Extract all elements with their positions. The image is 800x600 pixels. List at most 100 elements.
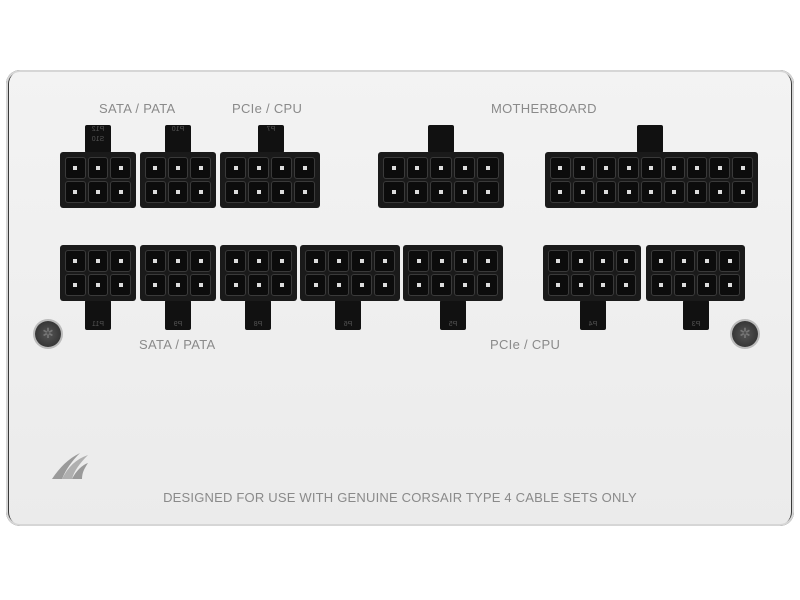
connector-pin — [305, 274, 326, 296]
modular-connector-port[interactable] — [60, 152, 136, 208]
connector-pin — [593, 274, 614, 296]
connector-latch-tab: P12 S10 — [85, 125, 111, 153]
connector-pin — [110, 274, 131, 296]
connector-pin — [593, 250, 614, 272]
connector-pin — [548, 274, 569, 296]
connector-pin — [408, 274, 429, 296]
connector-pin — [595, 181, 617, 203]
modular-connector-port[interactable] — [378, 152, 504, 208]
connector-pin — [65, 274, 86, 296]
connector-pin — [351, 250, 372, 272]
connector-pin — [225, 274, 246, 296]
connector-pin — [328, 274, 349, 296]
connector-pin — [572, 157, 594, 179]
connector-pin — [248, 250, 269, 272]
connector-pin — [696, 274, 718, 296]
connector-pin — [453, 157, 476, 179]
connector-pin — [686, 181, 708, 203]
modular-connector-port[interactable] — [403, 245, 503, 301]
modular-connector-port[interactable] — [220, 245, 297, 301]
connector-latch-tab: P9 — [165, 300, 191, 330]
connector-pin — [673, 250, 695, 272]
connector-pin — [248, 157, 269, 179]
connector-pin — [641, 157, 662, 179]
connector-pin — [145, 250, 166, 272]
connector-pin — [430, 157, 452, 179]
connector-pin — [190, 250, 211, 272]
modular-connector-port[interactable] — [646, 245, 745, 301]
connector-pin — [696, 250, 718, 272]
label-pcie-cpu-bottom: PCIe / CPU — [490, 337, 561, 352]
connector-pin — [615, 274, 636, 296]
screw-right-icon — [732, 321, 758, 347]
connector-pin — [453, 181, 476, 203]
connector-latch-tab — [428, 125, 454, 153]
screw-left-icon — [35, 321, 61, 347]
label-motherboard: MOTHERBOARD — [491, 101, 597, 116]
connector-pin — [167, 250, 189, 272]
connector-pin — [294, 157, 315, 179]
connector-pin — [271, 250, 292, 272]
connector-pin — [271, 274, 292, 296]
connector-latch-tab — [637, 125, 663, 153]
connector-pin — [374, 250, 395, 272]
connector-pin — [145, 274, 166, 296]
connector-pin — [686, 157, 708, 179]
modular-connector-port[interactable] — [543, 245, 641, 301]
modular-connector-port[interactable] — [60, 245, 136, 301]
modular-connector-port[interactable] — [300, 245, 400, 301]
connector-pin — [595, 157, 617, 179]
connector-pin — [248, 181, 269, 203]
connector-pin — [87, 181, 109, 203]
modular-connector-port[interactable] — [140, 245, 216, 301]
connector-pin — [719, 250, 740, 272]
connector-pin — [477, 250, 498, 272]
connector-pin — [618, 181, 640, 203]
connector-pin — [406, 181, 429, 203]
connector-pin — [145, 181, 166, 203]
connector-pin — [431, 274, 452, 296]
connector-pin — [548, 250, 569, 272]
connector-pin — [65, 157, 86, 179]
connector-pin — [87, 274, 109, 296]
connector-pin — [477, 157, 499, 179]
connector-pin — [663, 181, 685, 203]
connector-pin — [65, 250, 86, 272]
label-sata-pata-bottom: SATA / PATA — [139, 337, 216, 352]
connector-pin — [732, 157, 753, 179]
connector-pin — [383, 157, 405, 179]
connector-pin — [383, 181, 405, 203]
modular-connector-port[interactable] — [545, 152, 758, 208]
connector-latch-tab: P3 — [683, 300, 709, 330]
connector-pin — [663, 157, 685, 179]
connector-pin — [190, 157, 211, 179]
modular-connector-port[interactable] — [140, 152, 216, 208]
connector-pin — [271, 181, 292, 203]
connector-pin — [431, 250, 452, 272]
connector-pin — [110, 181, 131, 203]
connector-pin — [406, 157, 429, 179]
connector-pin — [570, 250, 591, 272]
connector-latch-tab: P10 — [165, 125, 191, 153]
connector-pin — [294, 181, 315, 203]
connector-latch-tab: P6 — [335, 300, 361, 330]
connector-pin — [87, 157, 109, 179]
connector-pin — [673, 274, 695, 296]
connector-latch-tab: P11 — [85, 300, 111, 330]
connector-pin — [709, 157, 731, 179]
connector-latch-tab: P4 — [580, 300, 606, 330]
modular-connector-port[interactable] — [220, 152, 320, 208]
connector-latch-tab: P5 — [440, 300, 466, 330]
connector-pin — [618, 157, 640, 179]
connector-pin — [651, 274, 672, 296]
connector-pin — [225, 181, 246, 203]
corsair-logo-icon — [52, 453, 88, 479]
label-sata-pata-top: SATA / PATA — [99, 101, 176, 116]
connector-pin — [550, 157, 571, 179]
connector-pin — [641, 181, 662, 203]
connector-pin — [65, 181, 86, 203]
connector-pin — [550, 181, 571, 203]
connector-pin — [351, 274, 372, 296]
connector-pin — [87, 250, 109, 272]
connector-pin — [190, 274, 211, 296]
